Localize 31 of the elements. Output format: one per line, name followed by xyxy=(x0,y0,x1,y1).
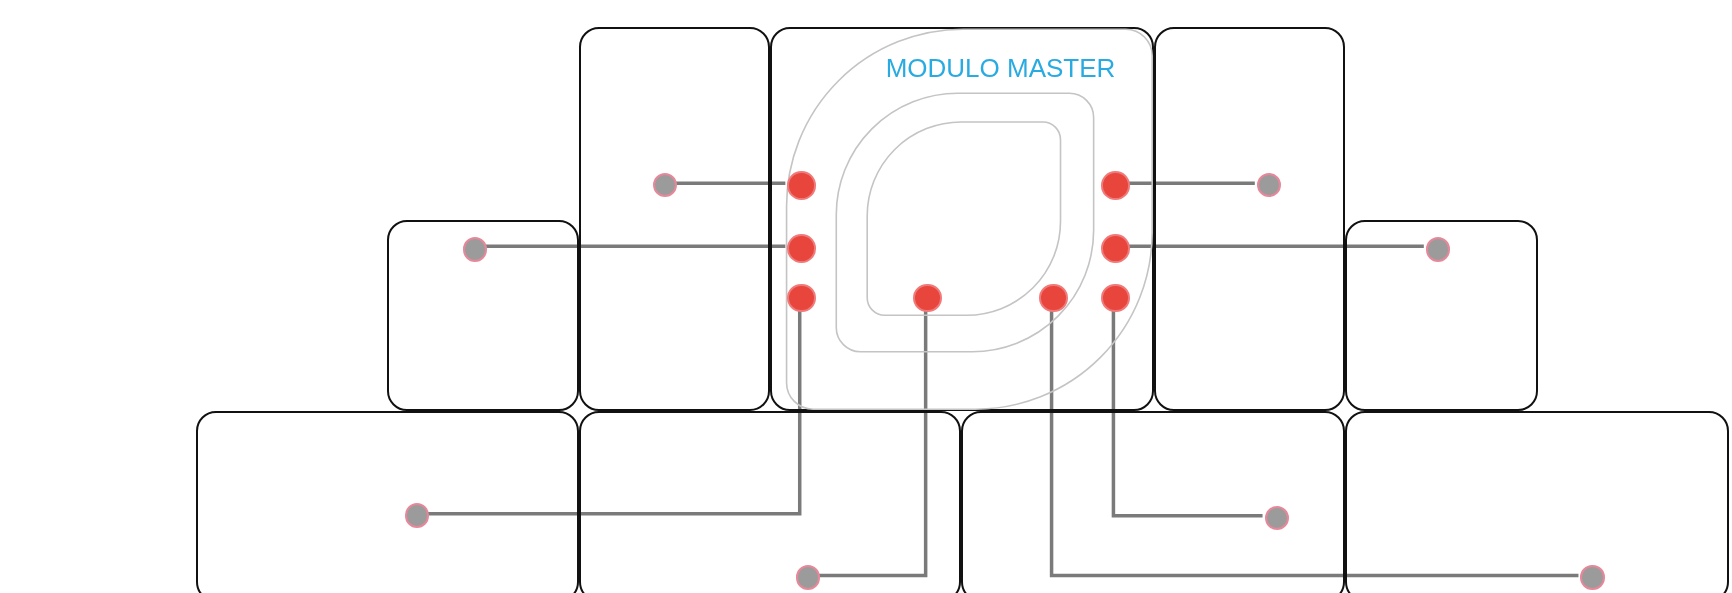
connection-dot xyxy=(1425,237,1451,262)
connection-dot xyxy=(1256,173,1282,198)
connection-dot xyxy=(462,237,487,262)
module-title: MODULO MASTER xyxy=(885,52,1116,84)
port-dot xyxy=(1101,283,1130,313)
module-box xyxy=(195,410,579,593)
module-box xyxy=(578,410,961,593)
module-box xyxy=(386,219,579,411)
connector-line xyxy=(1049,310,1579,578)
connection-dot xyxy=(796,565,821,590)
port-dot xyxy=(787,283,817,313)
port-dot xyxy=(1039,283,1068,313)
connection-dot xyxy=(1580,565,1605,590)
module-box xyxy=(578,26,770,411)
port-dot xyxy=(1101,233,1130,263)
module-box xyxy=(961,410,1346,593)
port-dot xyxy=(787,171,817,200)
connector-line xyxy=(484,244,786,249)
connection-dot xyxy=(405,503,430,528)
port-dot xyxy=(913,283,942,313)
port-dot xyxy=(1101,171,1130,200)
connector-line xyxy=(427,310,802,516)
connection-dot xyxy=(652,173,677,198)
port-dot xyxy=(787,233,817,263)
connection-dot xyxy=(1264,505,1289,530)
connector-line xyxy=(674,181,786,186)
module-box xyxy=(1345,410,1729,593)
module-box xyxy=(1154,26,1346,411)
connector-line xyxy=(818,310,928,578)
connector-line xyxy=(1111,310,1263,518)
module-box xyxy=(1345,219,1538,411)
